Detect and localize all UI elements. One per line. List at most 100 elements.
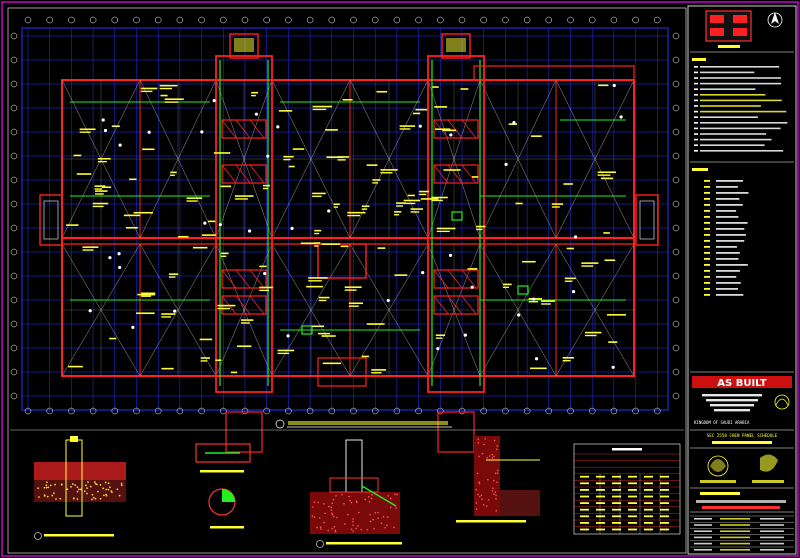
note-line — [700, 71, 755, 74]
grid-bubble — [523, 16, 531, 24]
center-room — [317, 243, 367, 279]
slab-dot — [370, 497, 373, 500]
detail-soil — [34, 462, 126, 480]
grid-bubble — [672, 368, 680, 376]
schedule-cell — [644, 475, 653, 478]
slab-dot — [356, 501, 358, 504]
tb-cell — [760, 542, 784, 545]
grid-bubble — [523, 407, 531, 415]
grid-bubble — [610, 16, 618, 24]
annotation-text — [234, 198, 248, 200]
gravel-dot — [83, 490, 86, 493]
grid-bubble — [10, 104, 18, 112]
annotation-text — [566, 247, 574, 250]
fixture-symbol — [418, 124, 422, 128]
annotation-text — [333, 206, 338, 208]
annotation-text — [342, 98, 353, 101]
slab-dot — [387, 494, 390, 497]
gravel-dot — [110, 490, 113, 492]
grid-bubble — [328, 407, 336, 415]
note-number — [694, 110, 698, 113]
annotation-text — [92, 202, 109, 205]
annotation-text — [314, 242, 321, 244]
detail-title — [326, 542, 402, 545]
grid-bubble — [458, 407, 466, 415]
fixture-symbol — [118, 143, 122, 147]
schedule-cell — [612, 475, 621, 478]
wall-dot — [492, 493, 495, 495]
gravel-dot — [55, 498, 57, 500]
note-number — [694, 144, 698, 146]
legend-symbol — [704, 246, 710, 248]
annotation-text — [200, 360, 208, 362]
fixture-symbol — [254, 112, 258, 116]
gravel-dot — [70, 485, 72, 488]
logo-emblem-icon — [707, 455, 729, 477]
annotation-text — [366, 323, 385, 325]
wall-dot — [484, 438, 487, 440]
annotation-text — [79, 128, 96, 131]
client-name-line — [714, 409, 750, 412]
schedule-cell — [660, 502, 669, 504]
schedule-cell — [596, 495, 605, 498]
grid-bubble — [350, 407, 357, 415]
legend-text — [716, 186, 738, 188]
slab-dot — [377, 511, 379, 514]
annotation-text — [262, 184, 271, 187]
annotation-text — [347, 214, 361, 217]
grid-bubble — [198, 407, 205, 415]
annotation-text — [314, 232, 320, 235]
annotation-text — [326, 156, 344, 158]
wall-dot — [486, 457, 489, 459]
core-label — [234, 38, 254, 52]
grid-bubble — [10, 392, 18, 400]
annotation-text — [434, 106, 448, 108]
legend-text — [716, 198, 740, 200]
grid-bubble — [672, 248, 680, 256]
slab-dot — [319, 528, 322, 530]
grid-bubble — [502, 407, 509, 415]
grid-bubble — [241, 16, 249, 24]
legend-text — [716, 282, 741, 284]
annotation-text — [337, 156, 350, 158]
gravel-dot — [46, 495, 49, 498]
annotation-text — [361, 355, 369, 358]
annotation-text — [66, 224, 79, 226]
schedule-cell — [580, 522, 589, 524]
grid-bubble — [263, 407, 270, 415]
grid-bubble — [350, 16, 357, 24]
annotation-text — [277, 349, 295, 352]
annotation-text — [318, 296, 330, 299]
detail-bubble — [316, 540, 324, 548]
fixture-symbol — [571, 290, 576, 294]
schedule-cell — [644, 528, 653, 531]
pipe-cap — [70, 436, 78, 442]
annotation-text — [125, 226, 138, 229]
annotation-text — [585, 334, 597, 337]
schedule-cell — [628, 522, 637, 524]
annotation-text — [164, 101, 179, 103]
annotation-text — [396, 205, 404, 207]
crest-icon — [774, 394, 790, 410]
slab-dot — [330, 506, 332, 509]
grid-bubble — [10, 248, 18, 256]
note-line — [700, 116, 758, 118]
detail-gravel — [34, 480, 126, 502]
gravel-dot — [99, 483, 102, 486]
annotation-text — [123, 214, 141, 217]
annotation-text — [251, 91, 258, 94]
annotation-text — [217, 307, 231, 310]
grid-bubble — [89, 407, 97, 415]
stair-tread — [235, 119, 251, 139]
annotation-text — [431, 196, 448, 199]
annotation-text — [407, 194, 415, 197]
annotation-text — [403, 202, 416, 205]
grid-bubble — [306, 16, 314, 24]
annotation-text — [436, 227, 456, 230]
annotation-text — [366, 164, 378, 166]
stair-box — [221, 119, 267, 139]
annotation-text — [97, 160, 107, 163]
annotation-text — [528, 301, 538, 303]
